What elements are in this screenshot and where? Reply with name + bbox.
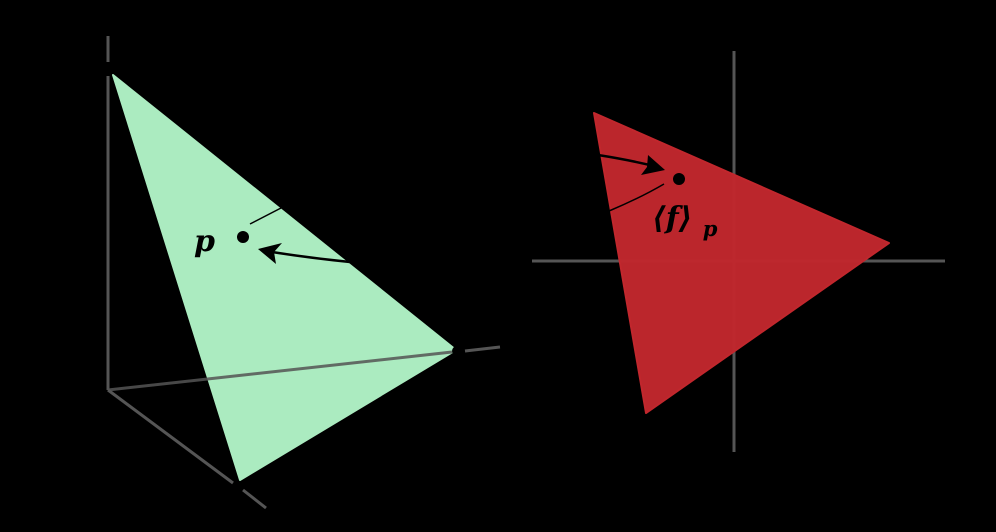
simplex-triangle — [112, 74, 457, 481]
arrowhead-icon — [258, 243, 282, 264]
x-axis-tail — [464, 345, 501, 353]
vertex-marker — [452, 346, 462, 356]
point-p — [237, 231, 249, 243]
point-f-label-sub: p — [703, 216, 718, 241]
point-f-label-main: ⟨f⟩ — [652, 201, 692, 236]
point-f-p — [673, 173, 685, 185]
arrow-to-p — [271, 250, 351, 264]
right-feature-panel: ⟨f⟩ p — [532, 51, 945, 452]
point-f-label: ⟨f⟩ p — [652, 201, 718, 241]
leader-line-p — [249, 207, 282, 225]
point-p-label: p — [194, 224, 215, 259]
feature-triangle — [593, 112, 890, 414]
x-axis — [107, 350, 453, 392]
left-simplex-panel: p — [106, 36, 501, 510]
depth-axis — [107, 388, 234, 485]
arrowhead-icon-right — [641, 155, 665, 175]
depth-axis-tail — [242, 488, 267, 510]
leader-line-f — [608, 183, 665, 212]
